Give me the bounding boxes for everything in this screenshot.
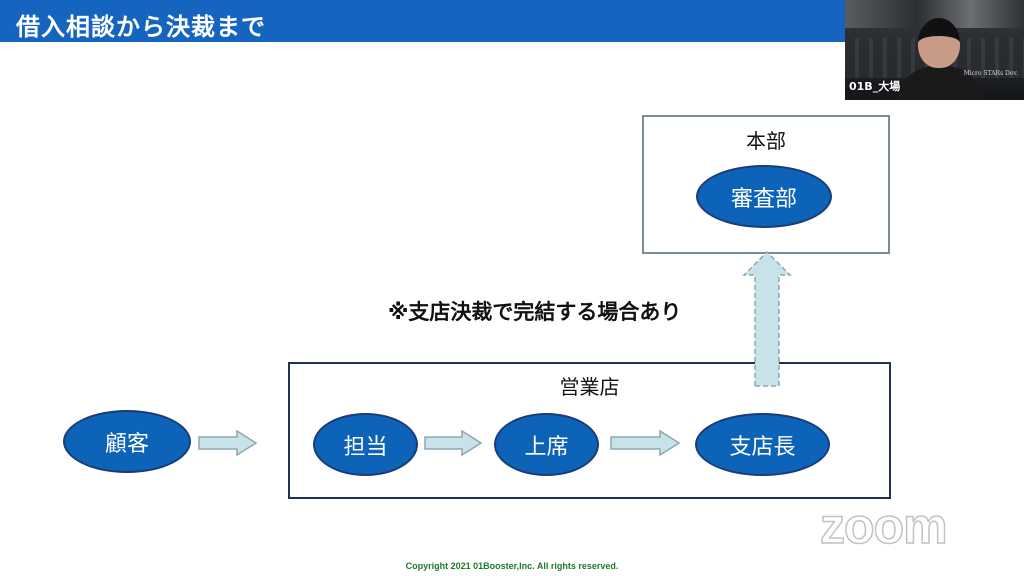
webcam-background-brand: Micro STARs Dev. <box>963 70 1018 77</box>
webcam-thumbnail[interactable]: Micro STARs Dev. 01B_大場 <box>845 0 1024 100</box>
branch-approval-note: ※支店決裁で完結する場合あり <box>388 300 682 324</box>
node-branch-manager: 支店長 <box>695 413 830 476</box>
slide-title-bar: 借入相談から決裁まで <box>0 0 845 42</box>
branch-label: 営業店 <box>559 375 620 399</box>
node-review-department: 審査部 <box>696 165 832 228</box>
arrow-customer-to-staff <box>198 429 258 457</box>
node-staff: 担当 <box>313 413 418 476</box>
slide-title: 借入相談から決裁まで <box>16 13 266 41</box>
participant-head <box>918 18 960 68</box>
node-superior: 上席 <box>494 413 599 476</box>
node-customer: 顧客 <box>63 410 191 473</box>
participant-name: 01B_大場 <box>849 80 901 93</box>
headquarters-label: 本部 <box>746 129 786 153</box>
copyright-footer: Copyright 2021 01Booster,Inc. All rights… <box>405 561 619 571</box>
zoom-watermark: zoom <box>819 497 948 555</box>
